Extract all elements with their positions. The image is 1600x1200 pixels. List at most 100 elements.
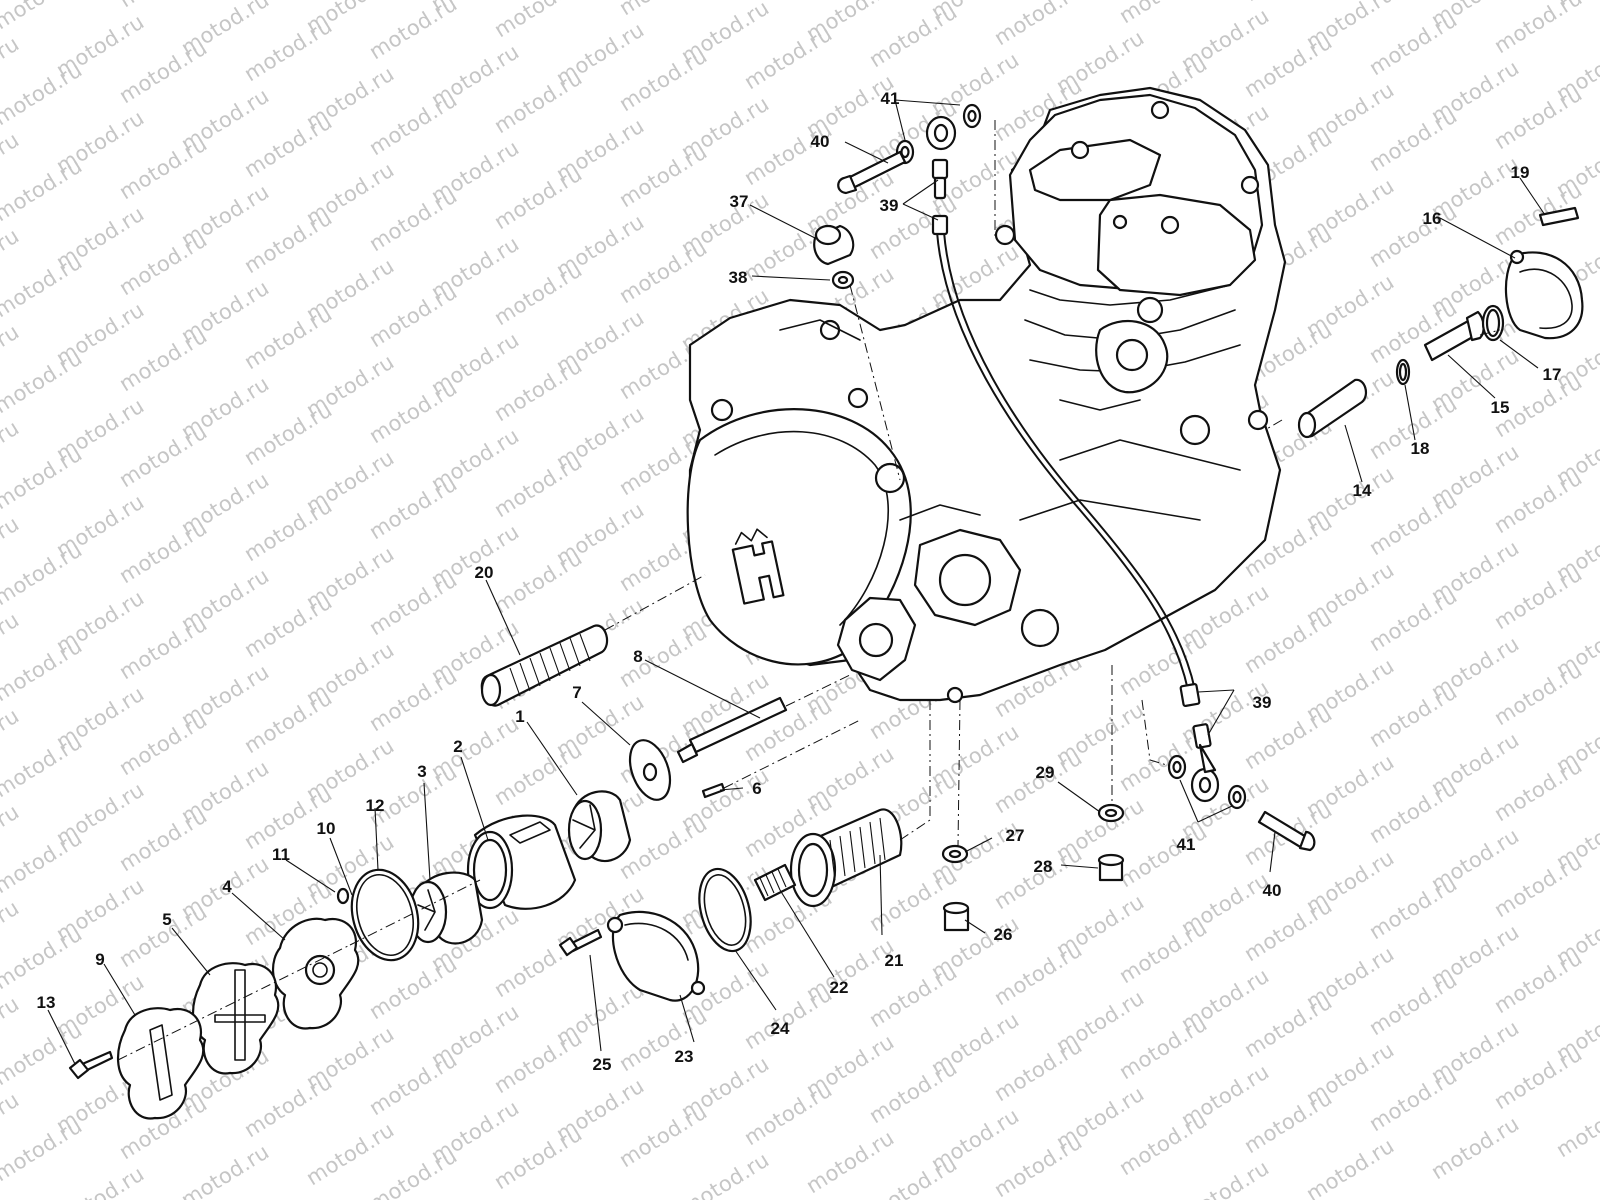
callout-21: 21 — [885, 951, 904, 970]
callout-19: 19 — [1511, 163, 1530, 182]
oil-tube-assembly — [1297, 206, 1584, 439]
watermark-text: motod.ru — [865, 0, 961, 72]
watermark-text: motod.ru — [365, 88, 461, 161]
callout-6: 6 — [752, 779, 761, 798]
watermark-text: motod.ru — [240, 398, 336, 471]
watermark-text: motod.ru — [1365, 104, 1461, 177]
watermark-text: motod.ru — [52, 1162, 148, 1200]
watermark-text: motod.ru — [240, 110, 336, 183]
watermark-text: motod.ru — [615, 0, 711, 20]
oil-strainer-20 — [480, 624, 609, 707]
banjo-fitting-top — [925, 115, 957, 236]
watermark-text: motod.ru — [1490, 82, 1586, 155]
watermark-text: motod.ru — [1240, 1086, 1336, 1159]
watermark-text: motod.ru — [490, 354, 586, 427]
callout-18: 18 — [1411, 439, 1430, 458]
watermark-text: motod.ru — [615, 44, 711, 117]
callout-14: 14 — [1353, 481, 1372, 500]
watermark-text: motod.ru — [1115, 820, 1211, 893]
callout-38: 38 — [729, 268, 748, 287]
watermark-text: motod.ru — [240, 590, 336, 663]
washer-29 — [1097, 803, 1125, 823]
watermark-text: motod.ru — [990, 842, 1086, 915]
oil-filler-cap — [813, 224, 855, 290]
watermark-text: motod.ru — [240, 14, 336, 87]
watermark-text: motod.ru — [115, 228, 211, 301]
watermark-text: motod.ru — [615, 236, 711, 309]
callout-39-top: 39 — [880, 196, 899, 215]
pump-body-2 — [466, 814, 577, 910]
watermark-text: motod.ru — [365, 568, 461, 641]
callout-2: 2 — [453, 737, 462, 756]
callout-29: 29 — [1036, 763, 1055, 782]
pump-rotor-1 — [567, 790, 632, 862]
watermark-text: motod.ru — [1365, 200, 1461, 273]
callout-28: 28 — [1034, 857, 1053, 876]
watermark-text: motod.ru — [115, 804, 211, 877]
callout-17: 17 — [1543, 365, 1562, 384]
callout-39-bottom: 39 — [1253, 693, 1272, 712]
drain-plug-28 — [1097, 853, 1125, 882]
watermark-text: motod.ru — [1115, 1108, 1211, 1181]
callout-23: 23 — [675, 1047, 694, 1066]
watermark-text: motod.ru — [1490, 1042, 1586, 1115]
watermark-text: motod.ru — [365, 184, 461, 257]
watermark-text: motod.ru — [615, 1004, 711, 1077]
watermark-text: motod.ru — [1365, 872, 1461, 945]
callout-41-top: 41 — [881, 89, 900, 108]
watermark-text: motod.ru — [302, 1118, 398, 1191]
watermark-text: motod.ru — [490, 546, 586, 619]
watermark-text: motod.ru — [1115, 0, 1211, 28]
watermark-text: motod.ru — [615, 620, 711, 693]
watermark-text: motod.ru — [240, 302, 336, 375]
watermark-text: motod.ru — [1365, 584, 1461, 657]
watermark-text: motod.ru — [490, 738, 586, 811]
watermark-text: motod.ru — [0, 154, 86, 227]
callout-13: 13 — [37, 993, 56, 1012]
callout-9: 9 — [95, 950, 104, 969]
screw-25 — [558, 928, 603, 957]
watermark-text: motod.ru — [802, 1126, 898, 1199]
callout-8: 8 — [633, 647, 642, 666]
watermark-text: motod.ru — [865, 960, 961, 1033]
callout-26: 26 — [994, 925, 1013, 944]
callout-1: 1 — [515, 707, 524, 726]
center-lines — [117, 120, 1501, 1061]
callout-40-top: 40 — [811, 132, 830, 151]
watermark-text: motod.ru — [740, 1078, 836, 1151]
watermark-text: motod.ru — [1490, 466, 1586, 539]
callout-labels: 1 2 3 4 5 6 7 8 9 10 11 12 13 14 15 16 1… — [37, 89, 1562, 1074]
callout-11: 11 — [272, 845, 290, 864]
o-ring-10 — [350, 868, 420, 962]
watermark-text: motod.ru — [115, 0, 211, 12]
watermark-text: motod.ru — [990, 1130, 1086, 1200]
watermark-text: motod.ru — [1302, 1134, 1398, 1200]
watermark-text: motod.ru — [115, 36, 211, 109]
watermark-text: motod.ru — [115, 708, 211, 781]
bolt-40-bottom — [1257, 810, 1316, 852]
callout-7: 7 — [572, 683, 581, 702]
watermark-text: motod.ru — [0, 826, 86, 899]
watermark-text: motod.ru — [0, 442, 86, 515]
watermark-text: motod.ru — [1115, 916, 1211, 989]
callout-16: 16 — [1423, 209, 1442, 228]
callout-3: 3 — [417, 762, 426, 781]
watermark-text: motod.ru — [365, 472, 461, 545]
watermark-text: motod.ru — [990, 1034, 1086, 1107]
watermark-text: motod.ru — [490, 450, 586, 523]
watermark-text: motod.ru — [240, 782, 336, 855]
callout-5: 5 — [162, 910, 171, 929]
watermark-text: motod.ru — [240, 686, 336, 759]
watermark-text: motod.ru — [490, 258, 586, 331]
watermark-text: motod.ru — [365, 280, 461, 353]
watermark-text: motod.ru — [990, 938, 1086, 1011]
watermark-text: motod.ru — [0, 730, 86, 803]
watermark-text: motod.ru — [0, 1114, 86, 1187]
watermark-text: motod.ru — [1240, 0, 1336, 6]
watermark-text: motod.ru — [1240, 894, 1336, 967]
banjo-fitting-bottom — [1167, 682, 1247, 810]
watermark-text: motod.ru — [1490, 754, 1586, 827]
watermark-text: motod.ru — [1490, 850, 1586, 923]
watermark-text: motod.ru — [365, 1048, 461, 1121]
watermark-text: motod.ru — [865, 1056, 961, 1129]
